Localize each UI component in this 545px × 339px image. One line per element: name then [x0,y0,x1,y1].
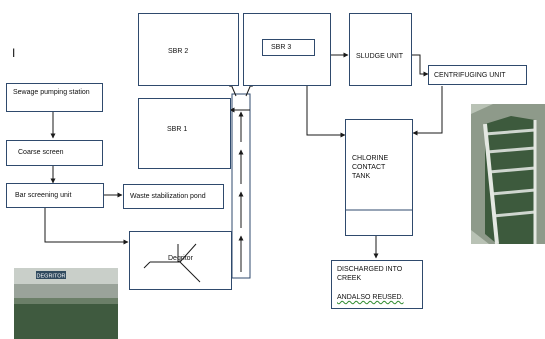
chlorine-channel-photo [471,104,545,244]
node-sbr2: SBR 2 [138,13,239,86]
degritor-photo-sign: DEGRITOR [37,274,66,280]
node-coarse-screen-label: Coarse screen [18,148,64,157]
arrow-sludge-to-centrifuge [412,55,428,74]
node-coarse-screen: Coarse screen [6,140,103,166]
node-waste-stabilization-pond-label: Waste stabilization pond [130,192,206,201]
node-bar-screening-unit-label: Bar screening unit [15,191,71,200]
arrow-sbr3-to-chlorine [307,78,345,135]
node-degritor-label: Degritor [168,254,193,263]
node-waste-stabilization-pond: Waste stabilization pond [123,184,224,209]
node-degritor: Degritor [129,231,232,290]
node-chlorine-contact-tank-label: CHLORINE CONTACT TANK [352,154,400,181]
node-discharged-label: DISCHARGED INTO CREEK [337,265,407,283]
node-centrifuging-unit-label: CENTRIFUGING UNIT [434,71,506,80]
node-sludge-unit-label: SLUDGE UNIT [356,52,403,61]
cursor-mark: I [12,46,15,60]
node-centrifuging-unit: CENTRIFUGING UNIT [428,65,527,85]
node-sludge-unit: SLUDGE UNIT [349,13,412,86]
node-reused-label: ANDALSO REUSED. [337,293,404,302]
node-sbr3-inner: SBR 3 [262,39,315,56]
node-sbr1: SBR 1 [138,98,231,169]
node-chlorine-contact-tank: CHLORINE CONTACT TANK [345,119,413,236]
node-sbr1-label: SBR 1 [167,125,187,134]
node-bar-screening-unit: Bar screening unit [6,183,104,208]
degritor-photo: DEGRITOR [14,268,118,339]
node-sbr3: SBR 3 [243,13,331,86]
arrow-bar-to-degritor [45,208,128,242]
node-sewage-pumping-station: Sewage pumping station [6,83,103,112]
node-sewage-pumping-station-label: Sewage pumping station [13,88,93,97]
node-discharged: DISCHARGED INTO CREEK ANDALSO REUSED. [331,260,423,309]
arrow-centrifuge-to-chlorine [413,86,442,133]
node-sbr2-label: SBR 2 [168,47,188,56]
node-sbr3-label: SBR 3 [271,43,291,52]
